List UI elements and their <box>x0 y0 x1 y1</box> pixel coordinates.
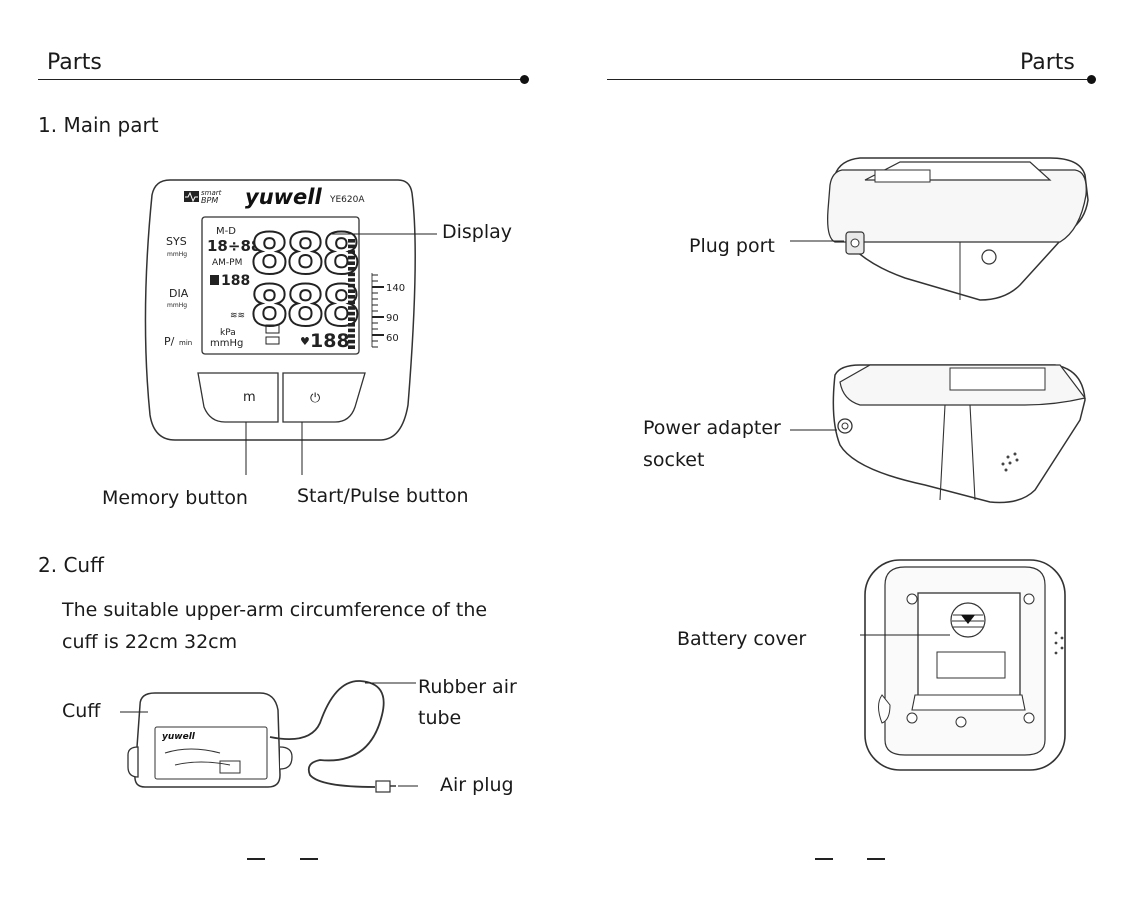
brand-logo: yuwell <box>245 185 322 209</box>
memory-book-icon <box>210 275 219 285</box>
sys-unit: mmHg <box>167 251 187 258</box>
smart-bpm-badge: smart BPM <box>184 189 222 205</box>
bar-meter-segment <box>348 283 355 288</box>
bar-meter-segment <box>348 239 355 243</box>
left-header-rule <box>38 79 524 80</box>
left-page-mark-2 <box>300 858 318 860</box>
side-socket-hole <box>981 249 997 265</box>
bar-meter-segment <box>348 334 355 338</box>
sys-label: SYS <box>166 235 187 248</box>
section-main-part-title: 1. Main part <box>38 113 159 137</box>
label-display: Display <box>442 221 513 243</box>
bar-meter-segment <box>348 323 355 327</box>
scale-60: 60 <box>386 333 399 344</box>
cuff-brand: yuwell <box>162 732 196 742</box>
label-plug-port: Plug port <box>689 235 775 257</box>
lcd-md: M-D <box>216 226 236 237</box>
right-page-header: Parts <box>1020 50 1075 75</box>
main-unit-illustration: smart BPM yuwell YE620A SYS mmHg DIA mmH… <box>144 179 437 475</box>
cuff-description-line1: The suitable upper-arm circumference of … <box>62 599 488 621</box>
device-view-power-side <box>790 364 1087 504</box>
error-icon <box>265 324 280 334</box>
bar-meter-segment <box>348 339 355 344</box>
cuff-illustration: yuwell <box>120 680 418 793</box>
left-page-header: Parts <box>47 50 102 75</box>
bar-meter-segment <box>348 272 355 277</box>
model-number: YE620A <box>329 195 365 205</box>
label-memory-button: Memory button <box>102 487 248 509</box>
bar-meter-segment <box>348 289 355 293</box>
right-header-rule <box>607 79 1093 80</box>
label-air-plug: Air plug <box>440 774 514 796</box>
bar-meter-segment <box>348 250 355 254</box>
bar-meter-segment <box>348 345 355 349</box>
cuff-label-panel <box>154 726 268 780</box>
air-plug <box>375 780 391 793</box>
label-start-pulse-button: Start/Pulse button <box>297 485 469 507</box>
pulse-unit: min <box>179 339 192 347</box>
cuff-description-line2: cuff is 22cm 32cm <box>62 631 238 653</box>
badge-line1: smart <box>201 189 222 197</box>
dia-label: DIA <box>169 287 189 300</box>
label-rubber-air-tube-line1: Rubber air <box>418 676 517 698</box>
pulse-label: P/ <box>164 335 175 348</box>
right-header-rule-dot <box>1087 75 1096 84</box>
lcd-bar-meter <box>348 239 355 349</box>
scale-140: 140 <box>386 283 405 294</box>
lcd-mem-digits: 188 <box>221 273 250 289</box>
bar-meter-segment <box>348 328 355 333</box>
lcd-kpa: kPa <box>220 328 236 338</box>
latch-arrow-icon <box>961 615 975 624</box>
bar-meter-segment <box>348 317 355 321</box>
bar-meter-segment <box>348 244 355 249</box>
bar-meter-segment <box>348 306 355 310</box>
power-icon: ⏻ <box>310 391 320 406</box>
speaker-holes-icon <box>1001 452 1019 472</box>
label-power-adapter-line1: Power adapter <box>643 417 781 439</box>
bar-meter-segment <box>348 295 355 299</box>
label-rubber-air-tube-line2: tube <box>418 707 462 729</box>
bar-meter-segment <box>348 278 355 282</box>
start-pulse-button[interactable] <box>282 372 366 423</box>
bar-meter-segment <box>348 261 355 265</box>
side-scale-ticks <box>372 274 384 348</box>
bar-meter-segment <box>348 267 355 271</box>
lcd-sys-digits: 888 <box>250 222 358 287</box>
memory-button-glyph: m <box>243 390 256 405</box>
battery-icon <box>265 336 280 345</box>
heart-icon: ♥ <box>300 335 310 348</box>
label-cuff: Cuff <box>62 700 101 722</box>
left-header-rule-dot <box>520 75 529 84</box>
scale-90: 90 <box>386 313 399 324</box>
device-view-back <box>860 559 1066 771</box>
bar-meter-segment <box>348 255 355 260</box>
label-power-adapter-line2: socket <box>643 449 705 471</box>
section-cuff-title: 2. Cuff <box>38 553 104 577</box>
rubber-air-tube <box>269 680 385 788</box>
label-battery-cover: Battery cover <box>677 628 807 650</box>
lcd-mmhg: mmHg <box>210 338 243 349</box>
dia-unit: mmHg <box>167 302 187 309</box>
memory-button[interactable] <box>197 372 279 423</box>
right-page-mark-1 <box>815 858 833 860</box>
bar-meter-segment <box>348 300 355 305</box>
lcd-wave-icon: ≋≋ <box>230 311 245 321</box>
lcd-dia-digits: 888 <box>250 274 358 339</box>
right-page-mark-2 <box>867 858 885 860</box>
lcd-date-digits: 18÷88 <box>207 237 261 255</box>
lcd-frame <box>201 216 360 355</box>
lcd-pulse-digits: 188 <box>310 330 350 352</box>
device-view-plug-side <box>790 157 1089 301</box>
lcd-ampm: AM-PM <box>212 258 242 268</box>
left-page-mark-1 <box>247 858 265 860</box>
bar-meter-segment <box>348 311 355 316</box>
back-speaker-holes-icon <box>1054 631 1064 655</box>
badge-line2: BPM <box>201 196 218 205</box>
